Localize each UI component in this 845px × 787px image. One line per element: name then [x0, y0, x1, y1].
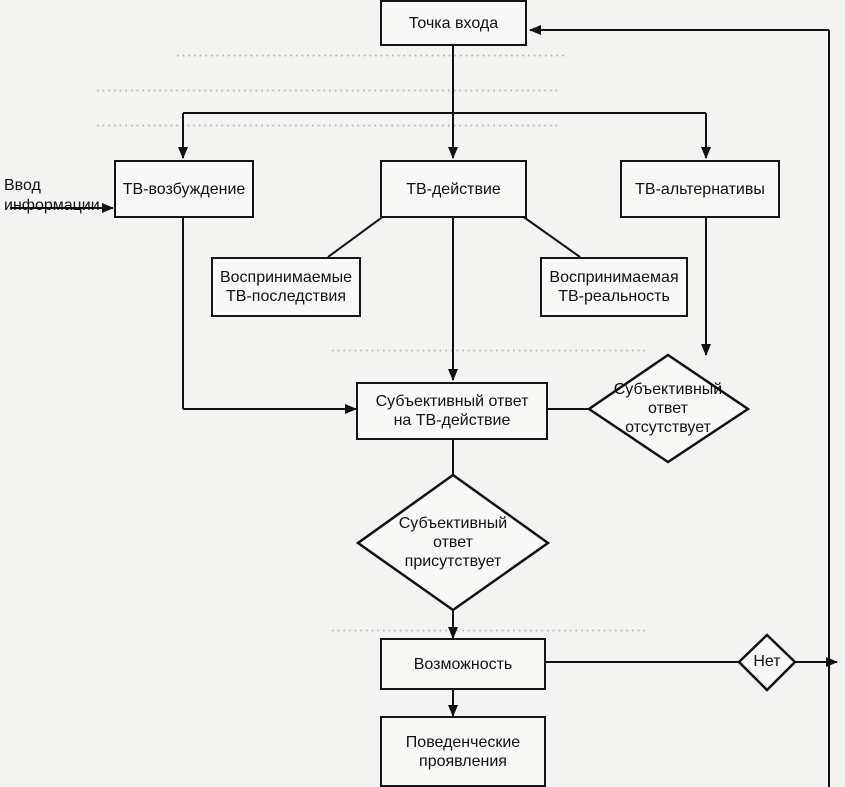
behavioral-label: Поведенческие проявления [405, 733, 521, 770]
present-diamond-shape [355, 473, 551, 612]
no-diamond-shape [737, 633, 797, 692]
response-present-label: Субъективный ответ присутствует [398, 515, 508, 570]
perceived-reality-node: Воспринимаемая ТВ-реальность [540, 257, 688, 317]
edge-action-consequences [327, 212, 389, 258]
entry-node: Точка входа [380, 0, 527, 46]
possibility-node: Возможность [380, 638, 546, 690]
perceived-reality-label: Воспринимаемая ТВ-реальность [549, 269, 679, 305]
perceived-consequences-label: Воспринимаемые ТВ-последствия [219, 269, 353, 305]
subjective-response-node: Субъективный ответ на ТВ-действие [356, 382, 548, 440]
edge-action-reality [517, 212, 581, 258]
tv-arousal-label: ТВ-возбуждение [122, 180, 246, 198]
tv-action-label: ТВ-действие [406, 180, 501, 198]
subjective-response-label: Субъективный ответ на ТВ-действие [375, 393, 529, 429]
no-label: Нет [753, 653, 781, 670]
tv-action-node: ТВ-действие [380, 160, 527, 218]
entry-label: Точка входа [408, 14, 499, 32]
tv-alternatives-label: ТВ-альтернативы [635, 180, 765, 198]
response-absent-label: Субъективный ответ отсутствует [613, 381, 723, 436]
possibility-label: Возможность [413, 655, 513, 673]
absent-diamond-shape [586, 353, 751, 464]
input-info-label: Ввод информации [4, 177, 100, 214]
behavioral-node: Поведенческие проявления [380, 716, 546, 787]
tv-arousal-node: ТВ-возбуждение [114, 160, 254, 218]
perceived-consequences-node: Воспринимаемые ТВ-последствия [211, 257, 361, 317]
tv-alternatives-node: ТВ-альтернативы [620, 160, 780, 218]
